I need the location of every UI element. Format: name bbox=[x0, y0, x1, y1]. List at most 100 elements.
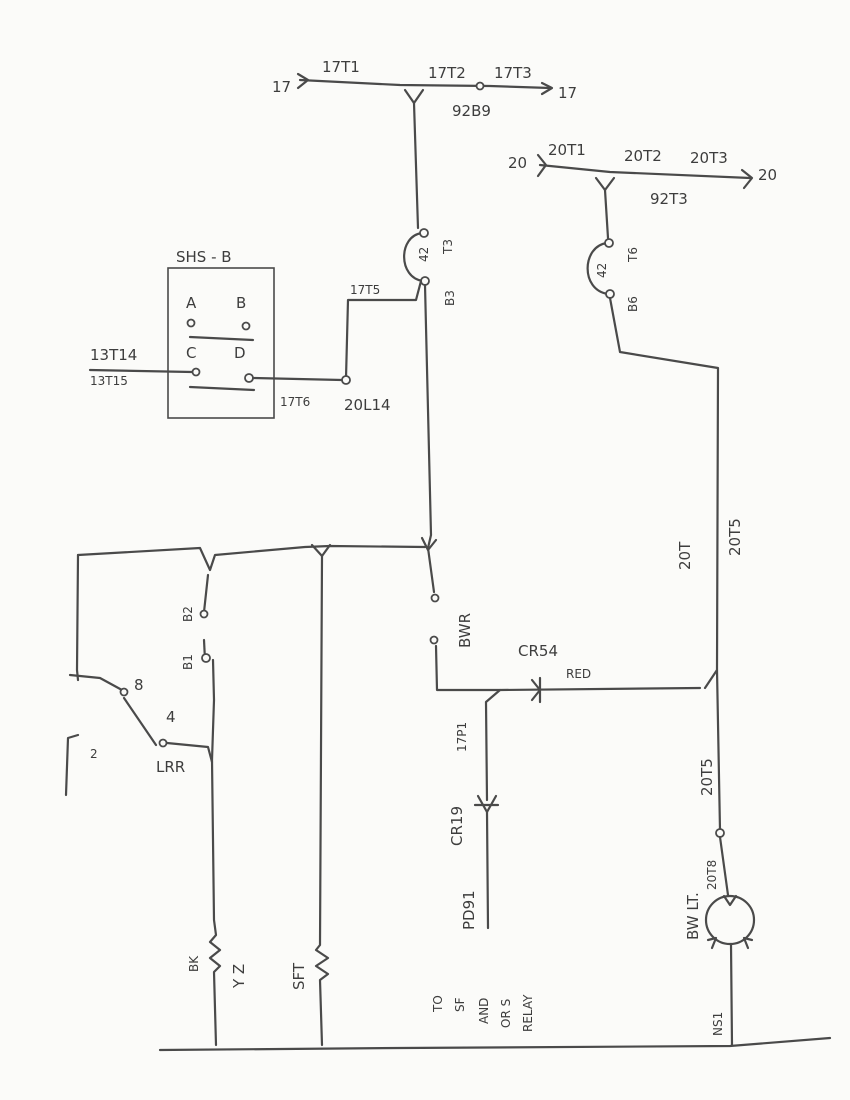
bus-20-right-terminal bbox=[740, 168, 754, 190]
wire-label-pd91: PD91 bbox=[460, 890, 478, 930]
node-lrr-8 bbox=[119, 687, 129, 697]
wire-bwr-cr54 bbox=[434, 644, 702, 692]
bus-20-left-label: 20 bbox=[508, 154, 527, 172]
lrr-relay-contacts: B2 B1 8 4 2 LRR bbox=[64, 573, 216, 797]
bus-17-left-label: 17 bbox=[272, 78, 291, 96]
switch-contact-d: D bbox=[234, 344, 246, 362]
bottom-return-bus bbox=[158, 1036, 832, 1052]
contact-label-b2: B2 bbox=[181, 606, 195, 622]
wire-17t6 bbox=[251, 376, 344, 382]
switch-shs-b: SHS - B A B C D 13T14 13T15 bbox=[88, 248, 275, 419]
note-line-3: AND bbox=[477, 998, 491, 1024]
wire-label-13t15: 13T15 bbox=[90, 374, 128, 388]
node-lrr-4 bbox=[158, 738, 168, 748]
coil-yz-wire bbox=[208, 758, 222, 1047]
wire-label-17t2: 17T2 bbox=[428, 64, 466, 82]
switch-contact-b: B bbox=[236, 294, 246, 312]
diode-label-cr54: CR54 bbox=[518, 642, 558, 660]
switch-box bbox=[167, 267, 275, 419]
bus-20: 20 20T1 20T2 20T3 20 92T3 bbox=[508, 141, 777, 208]
bus-17-right-terminal bbox=[540, 81, 554, 96]
wire-17t5 bbox=[344, 279, 423, 380]
coil-label-bk: BK bbox=[187, 955, 201, 972]
wire-ns1 bbox=[729, 942, 734, 1047]
bus-20-tap bbox=[594, 176, 616, 192]
terminal-t6 bbox=[604, 238, 614, 248]
wire-label-17t5: 17T5 bbox=[350, 283, 380, 297]
coils: BK Y Z SFT bbox=[187, 554, 330, 1047]
wire-b2 bbox=[202, 573, 210, 614]
bus-17-left-terminal bbox=[296, 72, 310, 90]
relay-42-t6-arc bbox=[586, 241, 610, 296]
terminal-b3 bbox=[420, 276, 430, 286]
wire-label-20t8: 20T8 bbox=[705, 860, 719, 890]
coil-sft-wire bbox=[314, 554, 330, 1047]
wire-label-20t: 20T bbox=[676, 541, 694, 570]
switch-node-c bbox=[191, 367, 201, 377]
wire-13t14-in bbox=[88, 368, 194, 374]
wire-label-20t1: 20T1 bbox=[548, 141, 586, 159]
note-line-5: RELAY bbox=[521, 994, 535, 1032]
switch-bar-ab bbox=[188, 335, 255, 342]
bus-17: 17 17T1 17T2 17T3 17 92B9 bbox=[272, 58, 577, 120]
wire-label-20t5-upper: 20T5 bbox=[726, 518, 744, 556]
switch-node-d bbox=[244, 373, 254, 383]
switch-contact-c: C bbox=[186, 344, 196, 362]
contact-label-2: 2 bbox=[90, 747, 98, 761]
wire-b3-down bbox=[423, 283, 433, 550]
lamp-bwlt-bottom-terminals bbox=[706, 936, 754, 950]
terminal-label-b6: B6 bbox=[626, 296, 640, 312]
wire-lrr-4 bbox=[165, 741, 214, 764]
note-to-sf: TO SF AND OR S RELAY bbox=[431, 994, 535, 1032]
terminal-label-b3: B3 bbox=[443, 290, 457, 306]
node-bwr-top bbox=[430, 593, 440, 603]
top-feed-rail bbox=[76, 544, 427, 572]
wires-17t5-17t6: 17T5 17T6 20L14 bbox=[251, 279, 423, 414]
diode-label-cr19: CR19 bbox=[448, 806, 466, 846]
left-rail bbox=[75, 553, 80, 682]
lamp-label-bwlt: BW LT. bbox=[684, 892, 702, 940]
contact-label-8: 8 bbox=[134, 676, 144, 694]
wire-label-20t2: 20T2 bbox=[624, 147, 662, 165]
terminal-label-t3: T3 bbox=[441, 239, 455, 255]
note-line-1: TO bbox=[431, 995, 445, 1013]
bus-20-wire bbox=[538, 163, 752, 180]
wire-label-17t1: 17T1 bbox=[322, 58, 360, 76]
bus-17-right-label: 17 bbox=[558, 84, 577, 102]
coil-label-sft: SFT bbox=[290, 962, 308, 990]
wire-label-17t3: 17T3 bbox=[494, 64, 532, 82]
wire-pd91 bbox=[485, 810, 490, 930]
fuse-label-92t3: 92T3 bbox=[650, 190, 688, 208]
note-line-4: OR S bbox=[499, 999, 513, 1028]
wire-17-to-t3 bbox=[412, 101, 420, 230]
relay-42-t6-b6: 42 T6 B6 bbox=[586, 188, 640, 312]
relay-42-t3-b3: 42 T3 B3 bbox=[403, 101, 457, 306]
wire-b6-20t5 bbox=[608, 296, 720, 690]
switch-node-b bbox=[241, 321, 251, 331]
contact-label-bwr: BWR bbox=[456, 613, 474, 648]
terminal-b6 bbox=[605, 289, 615, 299]
bw-lamp: BW LT. NS1 bbox=[684, 892, 756, 1047]
node-b1 bbox=[201, 653, 211, 663]
right-branch: 20T 20T5 20T5 20T8 bbox=[608, 296, 744, 897]
main-feed bbox=[68, 283, 438, 692]
wire-20t8 bbox=[718, 835, 730, 897]
wire-label-13t14: 13T14 bbox=[90, 346, 137, 364]
wire-label-17t6: 17T6 bbox=[280, 395, 310, 409]
switch-bar-cd bbox=[188, 385, 256, 392]
bus-17-wire bbox=[298, 78, 552, 90]
wire-label-20l14: 20L14 bbox=[344, 396, 391, 414]
bwr-circuit: BWR CR54 RED bbox=[426, 546, 702, 704]
relay-42-t3-arc bbox=[403, 231, 425, 283]
lrr-label: LRR bbox=[156, 758, 185, 776]
wire-label-20t5-lower: 20T5 bbox=[698, 758, 716, 796]
bus-20-left-terminal bbox=[536, 153, 548, 178]
bus-20-right-label: 20 bbox=[758, 166, 777, 184]
fuse-label-92b9: 92B9 bbox=[452, 102, 491, 120]
terminal-t3 bbox=[419, 228, 429, 238]
wire-label-17p1: 17P1 bbox=[455, 722, 469, 752]
node-20l14 bbox=[341, 375, 351, 385]
lrr-armature bbox=[122, 696, 158, 747]
